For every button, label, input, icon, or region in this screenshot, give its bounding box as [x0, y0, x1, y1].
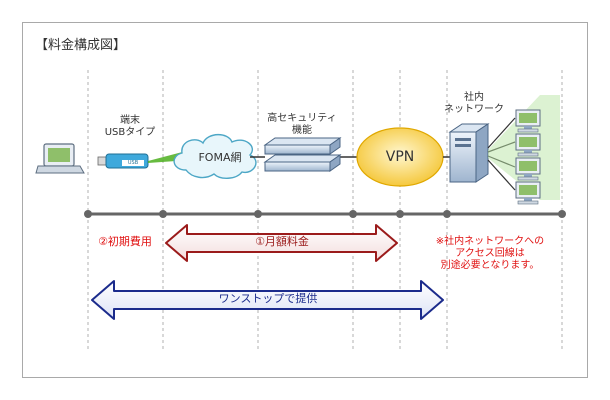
vpn-label: VPN	[385, 149, 415, 165]
provided-label: ワンストップで提供	[218, 292, 318, 305]
security-label-line1: 高セキュリティ	[267, 113, 337, 124]
access-line-note: ※社内ネットワークへの アクセス回線は 別途必要となります。	[410, 236, 570, 272]
terminal-label-line2: USBタイプ	[104, 127, 156, 138]
diagram-title: 【料金構成図】	[35, 38, 127, 53]
laptop-icon	[35, 143, 85, 174]
note-line1: ※社内ネットワークへの	[435, 236, 545, 247]
foma-label: FOMA網	[198, 151, 242, 164]
usb-stick-icon	[97, 153, 149, 169]
provided-arrow	[91, 280, 444, 320]
intranet-label-line1: 社内	[464, 92, 484, 103]
security-label: 高セキュリティ 機能	[262, 113, 342, 137]
timeline-nodes	[84, 210, 566, 218]
pc-icon	[515, 157, 541, 181]
pc-icon	[515, 181, 541, 205]
security-label-line2: 機能	[292, 125, 312, 136]
note-line2: アクセス回線は	[455, 248, 525, 259]
pc-icon	[515, 133, 541, 157]
intranet-label: 社内 ネットワーク	[442, 92, 506, 116]
initial-cost-label: ②初期費用	[98, 235, 152, 248]
intranet-label-line2: ネットワーク	[444, 104, 504, 115]
monthly-cost-label: ①月額料金	[255, 235, 309, 248]
server-icon	[448, 123, 490, 183]
foma-cloud-icon	[173, 133, 257, 179]
terminal-label-line1: 端末	[120, 115, 140, 126]
monthly-cost-arrow	[165, 224, 398, 262]
note-line3: 別途必要となります。	[440, 260, 540, 271]
usb-label: USB	[127, 160, 139, 166]
security-appliance-icon	[263, 137, 342, 172]
terminal-label: 端末 USBタイプ	[100, 115, 160, 139]
pc-icon	[515, 109, 541, 133]
diagram-frame	[22, 22, 588, 378]
